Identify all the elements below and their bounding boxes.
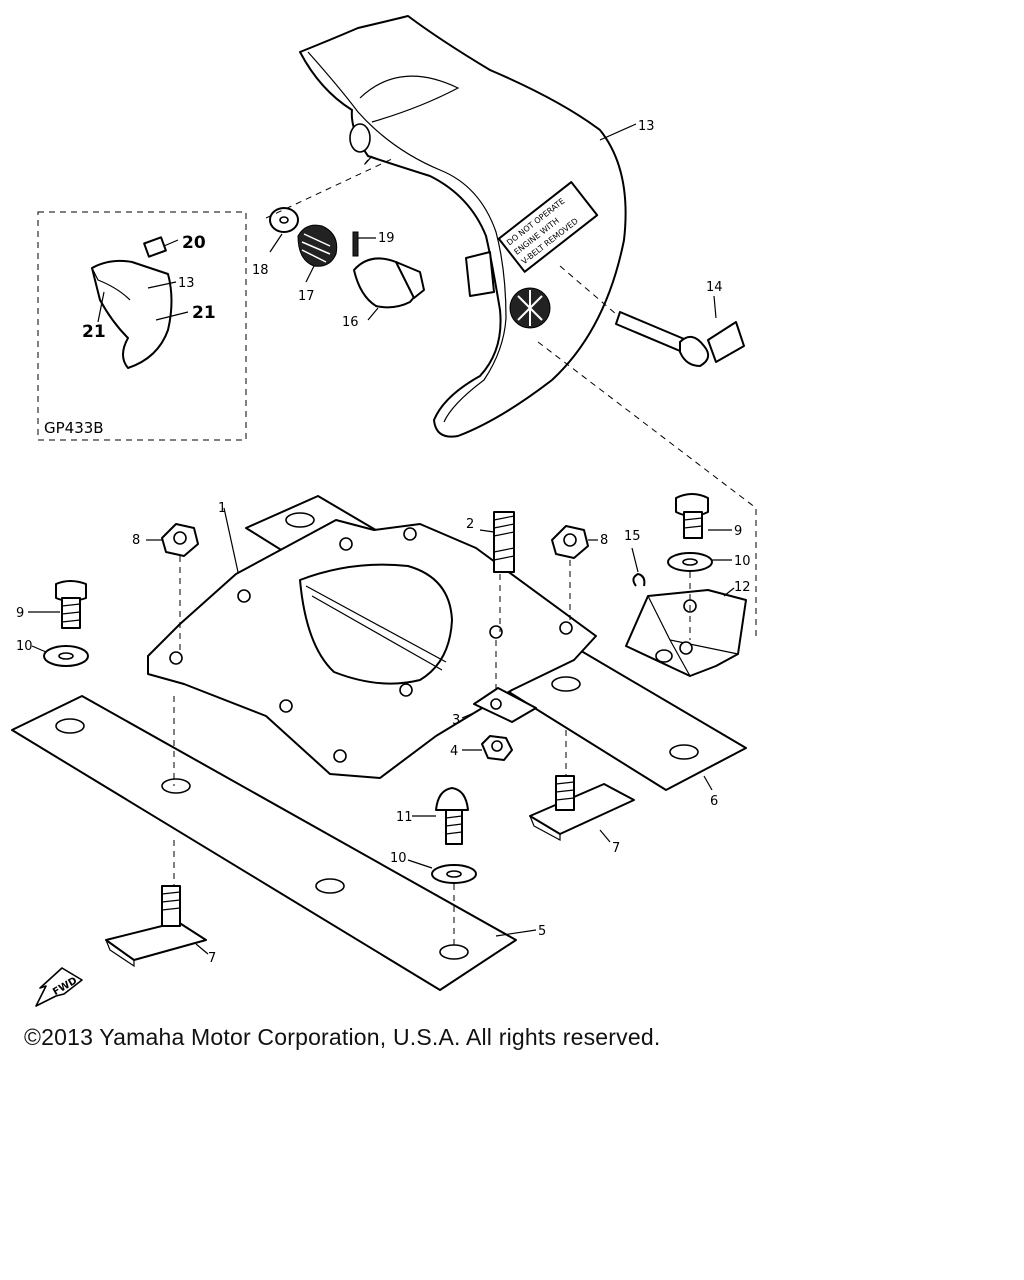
callout-2: 2 (466, 517, 474, 532)
callout-8-right: 8 (600, 533, 608, 548)
belt-guard-cover: DO NOT OPERATE ENGINE WITH V-BELT REMOVE… (299, 15, 627, 438)
callout-10-right: 10 (734, 554, 751, 569)
nut-8-left (161, 523, 199, 557)
callout-1: 1 (218, 501, 226, 516)
callout-15: 15 (624, 529, 641, 544)
callout-6: 6 (710, 794, 718, 809)
inset-callout-20: 20 (182, 233, 206, 253)
callout-10-center: 10 (390, 851, 407, 866)
bracket-12 (625, 589, 747, 677)
inset-code: GP433B (44, 419, 104, 437)
fwd-arrow-icon: FWD (35, 967, 83, 1007)
nut-8-right (551, 525, 589, 559)
callout-9-left: 9 (16, 606, 24, 621)
spring-17 (297, 224, 338, 267)
callout-7-right: 7 (612, 841, 620, 856)
callout-3: 3 (452, 713, 460, 728)
callout-7-left: 7 (208, 951, 216, 966)
copyright-notice: ©2013 Yamaha Motor Corporation, U.S.A. A… (24, 1024, 661, 1050)
callout-19: 19 (378, 231, 395, 246)
callout-4: 4 (450, 744, 458, 759)
callout-16: 16 (342, 315, 359, 330)
bolt-11 (435, 787, 469, 845)
inset-callout-21-right: 21 (192, 303, 216, 323)
clamp-7-left (105, 885, 207, 968)
parts-diagram: 20 13 21 21 GP433B DO NOT OPERATE ENGINE… (11, 15, 757, 1007)
callout-17: 17 (298, 289, 315, 304)
bolt-9-left (55, 580, 87, 629)
callout-10-left: 10 (16, 639, 33, 654)
callout-14: 14 (706, 280, 723, 295)
clamp-7-right (529, 775, 635, 842)
pin-14 (615, 295, 745, 367)
inset-callout-21-left: 21 (82, 322, 106, 342)
callout-9-right: 9 (734, 524, 742, 539)
callout-11: 11 (396, 810, 413, 825)
callout-13: 13 (638, 119, 655, 134)
callout-12: 12 (734, 580, 751, 595)
callout-8-left: 8 (132, 533, 140, 548)
bolt-9-right (675, 493, 709, 539)
inset-box: 20 13 21 21 GP433B (37, 211, 247, 441)
rail-5 (11, 695, 517, 991)
stud-2 (493, 511, 515, 573)
callout-18: 18 (252, 263, 269, 278)
inset-callout-13: 13 (178, 276, 195, 291)
callout-5: 5 (538, 924, 546, 939)
